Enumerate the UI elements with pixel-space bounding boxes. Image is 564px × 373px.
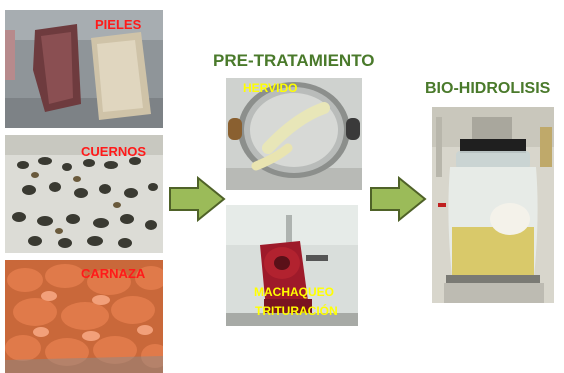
label-cuernos: CUERNOS (81, 144, 147, 159)
photo-pieles (5, 10, 163, 128)
label-machaqueo: MACHAQUEO (254, 285, 334, 299)
title-pretratamiento: PRE-TRATAMIENTO (213, 51, 375, 70)
title-biohidrolisis: BIO-HIDROLISIS (425, 80, 551, 97)
arrow-right-icon (169, 176, 226, 222)
photo-cuernos (5, 135, 163, 253)
label-carnaza: CARNAZA (81, 266, 146, 281)
photo-machaqueo (226, 205, 358, 326)
photo-carnaza (5, 260, 163, 373)
label-trituracion: TRITURACIÓN (255, 304, 338, 318)
arrow-right-icon (370, 176, 427, 222)
label-hervido: HERVIDO (243, 81, 298, 95)
label-pieles: PIELES (95, 17, 142, 32)
photo-biorreactor (432, 107, 554, 303)
photo-hervido (226, 78, 362, 190)
